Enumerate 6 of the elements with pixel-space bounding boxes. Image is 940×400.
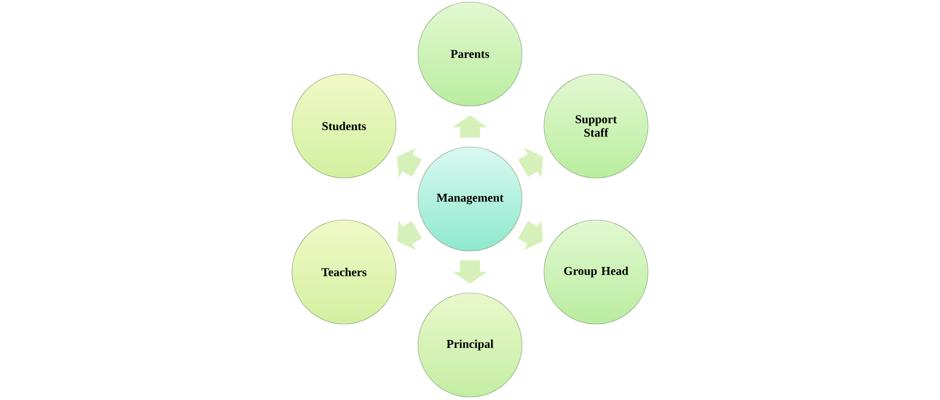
circle-node: Teachers	[292, 220, 396, 324]
circle-node: Students	[292, 74, 396, 178]
circle-node: Support Staff	[544, 74, 648, 178]
circle-node: Principal	[418, 292, 522, 398]
circle-node: Group Head	[544, 220, 648, 324]
circle-node: Parents	[418, 2, 522, 106]
